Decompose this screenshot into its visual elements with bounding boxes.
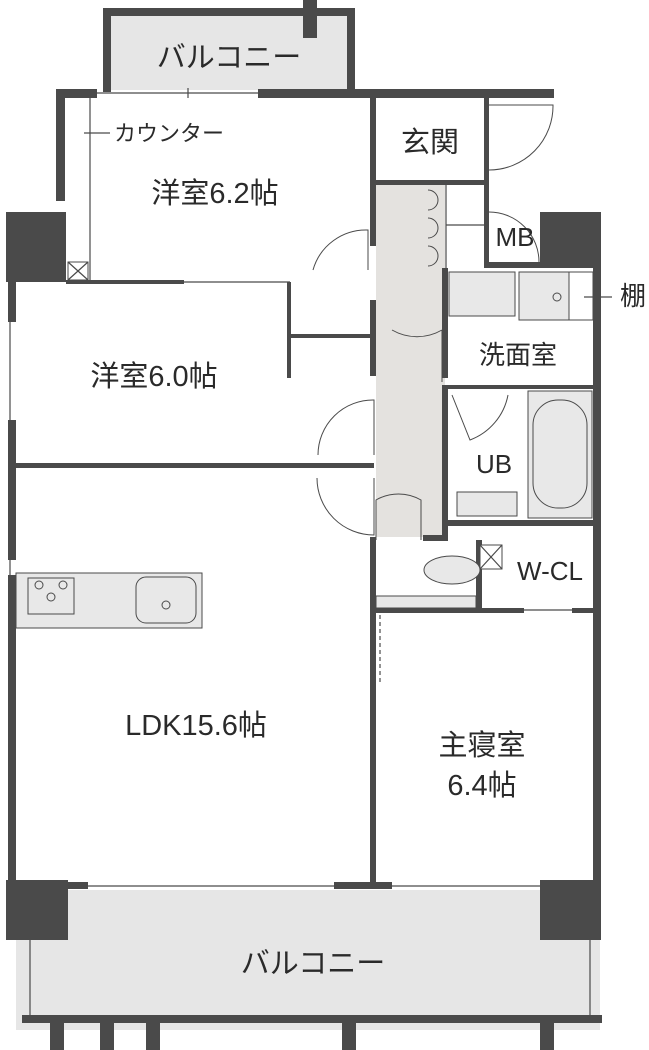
washroom-label: 洗面室 bbox=[479, 340, 557, 370]
master-bedroom-size-label: 6.4帖 bbox=[447, 769, 516, 802]
balcony-bottom-area bbox=[16, 890, 600, 1030]
ub-label: UB bbox=[476, 449, 512, 479]
corridor-area bbox=[376, 185, 445, 537]
walls bbox=[6, 88, 602, 1050]
shelf-label: 棚 bbox=[620, 281, 646, 311]
balcony-bottom-label: バルコニー bbox=[241, 948, 385, 980]
room-western-60-label: 洋室6.0帖 bbox=[90, 360, 217, 393]
room-western-62-label: 洋室6.2帖 bbox=[151, 177, 278, 210]
entrance-label: 玄関 bbox=[401, 126, 459, 159]
fixtures bbox=[15, 132, 612, 629]
doors bbox=[312, 104, 554, 540]
mb-label: MB bbox=[496, 222, 535, 252]
counter-label: カウンター bbox=[114, 121, 224, 146]
ldk-label: LDK15.6帖 bbox=[125, 709, 267, 742]
wcl-label: W-CL bbox=[517, 556, 583, 586]
balcony-top-label: バルコニー bbox=[157, 42, 301, 74]
balcony-top-walls bbox=[103, 0, 355, 92]
master-bedroom-label: 主寝室 bbox=[438, 729, 525, 762]
